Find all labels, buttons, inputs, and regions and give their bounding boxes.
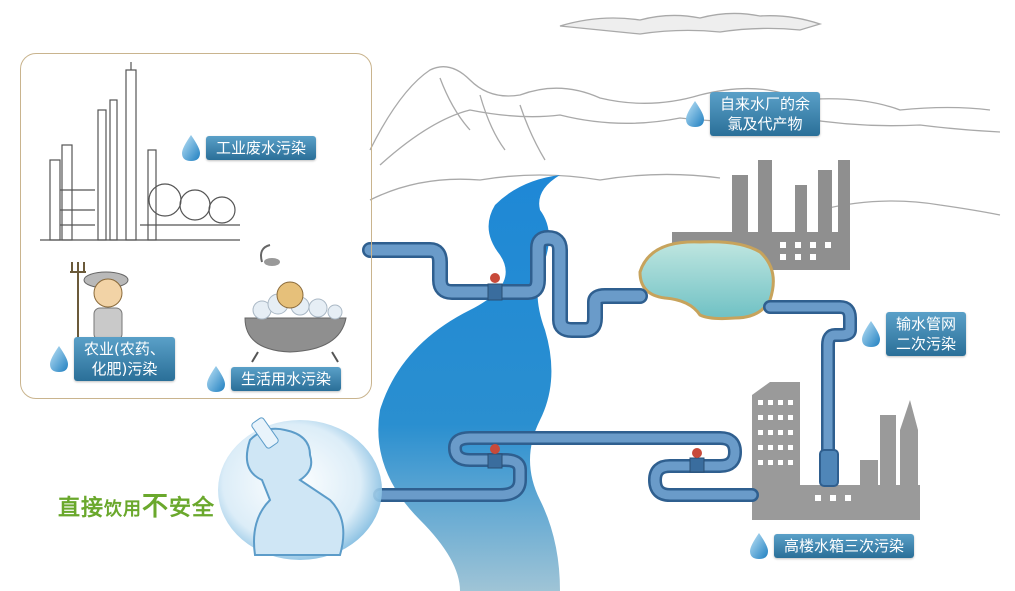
label-waterworks: 自来水厂的余 氯及代产物 [684,92,821,136]
water-drop-icon [862,321,880,347]
label-text: 自来水厂的余 氯及代产物 [710,92,821,136]
label-text: 工业废水污染 [206,136,317,160]
label-industrial-wastewater: 工业废水污染 [180,134,317,162]
slogan: 直接饮用不安全 [58,486,215,523]
label-agriculture: 农业(农药、 化肥)污染 [48,337,175,381]
water-drop-icon [182,135,200,161]
label-text: 生活用水污染 [231,367,342,391]
industrial-plant-drawing [40,62,240,241]
reservoir-pool [638,240,775,321]
label-text: 农业(农药、 化肥)污染 [74,337,175,381]
slogan-part: 不 [142,492,170,522]
label-text: 高楼水箱三次污染 [774,534,915,558]
drinking-person-bubble [218,417,382,560]
slogan-part: 饮用 [104,499,143,520]
water-drop-icon [750,533,768,559]
water-drop-icon [686,101,704,127]
slogan-part: 安全 [169,496,216,521]
bathtub-figure [244,244,347,363]
water-pipes [362,230,857,502]
city-buildings [752,382,920,520]
label-pipeline: 输水管网 二次污染 [860,312,967,356]
label-rooftop-tank: 高楼水箱三次污染 [748,532,915,560]
water-drop-icon [207,366,225,392]
river [378,175,560,591]
label-text: 输水管网 二次污染 [886,312,967,356]
pollution-sources-panel [20,53,372,399]
slogan-part: 直接 [58,496,105,521]
label-domestic-water: 生活用水污染 [205,365,342,393]
pipe-valves [487,273,705,473]
water-drop-icon [50,346,68,372]
